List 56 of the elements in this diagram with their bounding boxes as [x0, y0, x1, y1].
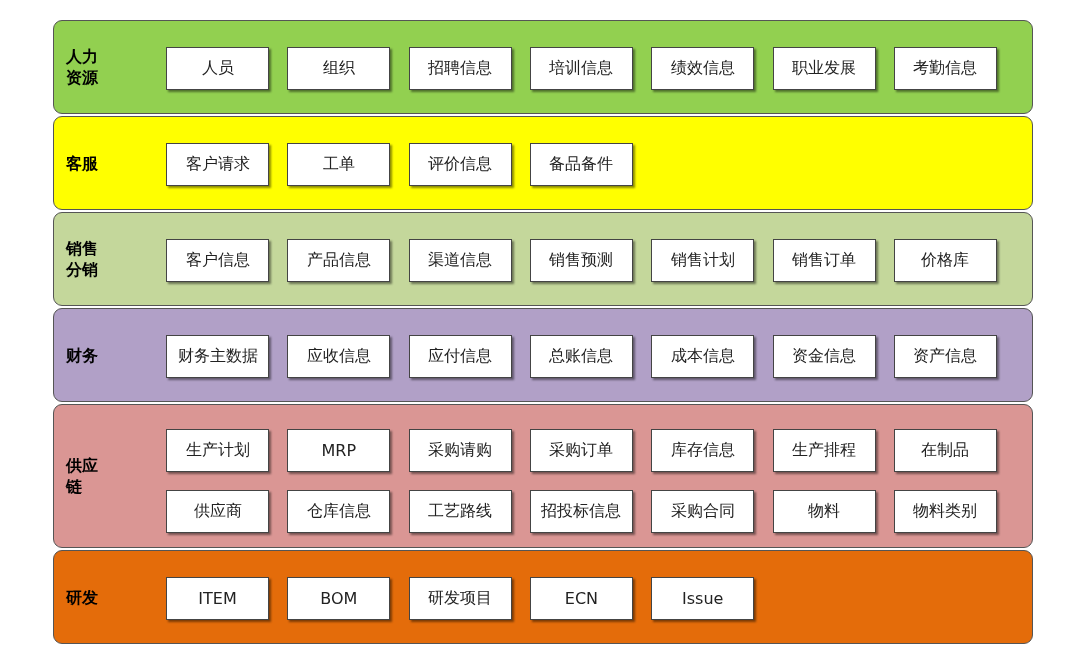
entity-box: 产品信息: [287, 239, 391, 282]
entity-box: 职业发展: [772, 47, 876, 90]
entity-box: 生产计划: [166, 429, 269, 472]
band-title: 人力资源: [66, 46, 99, 88]
category-band: [53, 20, 1033, 114]
entity-box: 销售预测: [529, 239, 633, 282]
category-band: [53, 308, 1033, 402]
entity-box: 资产信息: [893, 335, 997, 378]
category-band: [53, 212, 1033, 306]
entity-box: 总账信息: [529, 335, 633, 378]
entity-box: 仓库信息: [287, 490, 391, 533]
entity-box: 考勤信息: [893, 47, 997, 90]
entity-box: MRP: [287, 429, 391, 472]
category-band: [53, 550, 1033, 644]
entity-box: 价格库: [893, 239, 997, 282]
entity-box: ECN: [529, 577, 633, 620]
band-title: 研发: [66, 586, 99, 608]
entity-box: 渠道信息: [408, 239, 512, 282]
band-title: 销售分销: [66, 238, 99, 280]
category-band: [53, 116, 1033, 210]
entity-box: 备品备件: [529, 143, 633, 186]
entity-box: 生产排程: [772, 429, 876, 472]
entity-box: 研发项目: [408, 577, 512, 620]
entity-box: Issue: [651, 577, 755, 620]
entity-box: BOM: [287, 577, 391, 620]
entity-box: 库存信息: [651, 429, 755, 472]
entity-box: 供应商: [166, 490, 269, 533]
entity-box: 工单: [287, 143, 391, 186]
entity-box: ITEM: [166, 577, 269, 620]
entity-box: 销售计划: [651, 239, 755, 282]
entity-box: 评价信息: [408, 143, 512, 186]
entity-box: 工艺路线: [408, 490, 512, 533]
entity-box: 客户请求: [166, 143, 269, 186]
entity-box: 财务主数据: [166, 335, 269, 378]
entity-box: 采购请购: [408, 429, 512, 472]
entity-box: 招投标信息: [529, 490, 633, 533]
band-title: 供应链: [66, 455, 99, 497]
category-band: [53, 404, 1033, 548]
entity-box: 绩效信息: [651, 47, 755, 90]
entity-box: 组织: [287, 47, 391, 90]
entity-box: 应付信息: [408, 335, 512, 378]
entity-box: 应收信息: [287, 335, 391, 378]
entity-box: 物料: [772, 490, 876, 533]
entity-box: 采购订单: [529, 429, 633, 472]
entity-box: 人员: [166, 47, 269, 90]
entity-box: 在制品: [893, 429, 997, 472]
entity-box: 采购合同: [651, 490, 755, 533]
entity-box: 成本信息: [651, 335, 755, 378]
entity-box: 培训信息: [529, 47, 633, 90]
entity-box: 销售订单: [772, 239, 876, 282]
entity-box: 资金信息: [772, 335, 876, 378]
entity-box: 客户信息: [166, 239, 269, 282]
band-title: 财务: [66, 344, 99, 366]
entity-box: 物料类别: [893, 490, 997, 533]
entity-box: 招聘信息: [408, 47, 512, 90]
band-title: 客服: [66, 152, 99, 174]
